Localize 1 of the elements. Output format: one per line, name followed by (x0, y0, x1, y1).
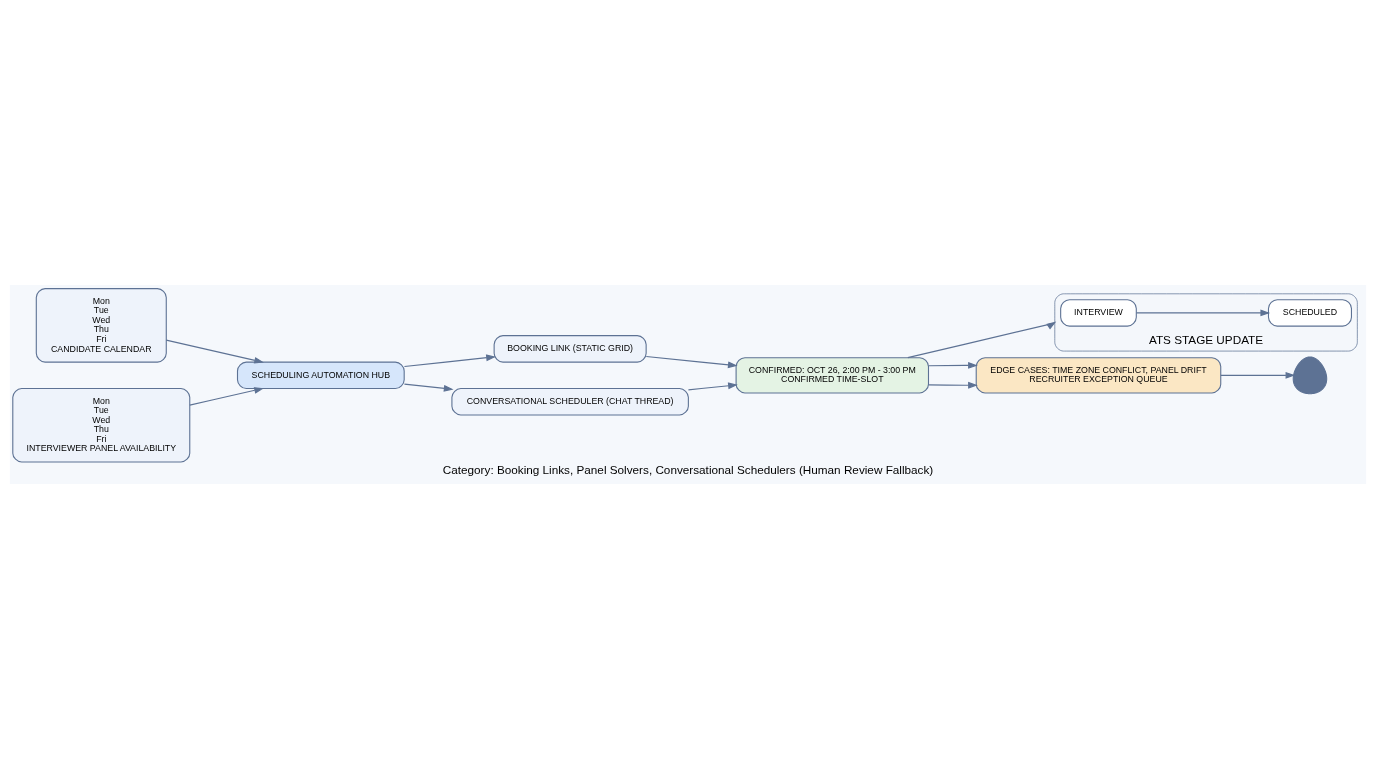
caption: Category: Booking Links, Panel Solvers, Conversational Schedulers (Human Review Fallback) (442, 462, 934, 476)
